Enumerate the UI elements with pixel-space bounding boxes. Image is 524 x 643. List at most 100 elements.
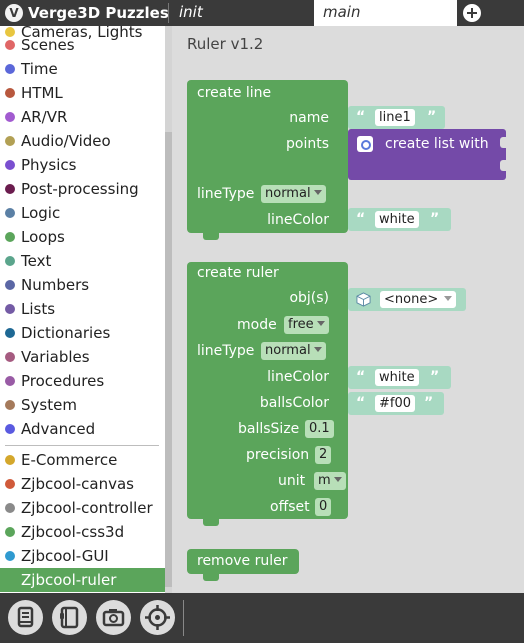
gear-icon[interactable] [357,136,373,152]
create-list-block[interactable]: create list with [348,129,507,180]
ballscolor-string-input[interactable]: “ #f00 ” [348,392,444,415]
linecolor-string-input[interactable]: “ white ” [348,208,451,231]
tab-main[interactable]: main [314,0,457,26]
field-label: precision [246,447,310,463]
mode-dropdown[interactable]: free [284,316,329,334]
top-bar: V Verge3D Puzzles init main [0,0,524,26]
dropdown-value: normal [265,186,311,201]
linetype-dropdown[interactable]: normal [261,342,326,360]
quote-open-icon: “ [356,369,366,385]
category-zjbcool-controller[interactable]: Zjbcool-controller [0,496,165,520]
category-label: Physics [21,156,77,174]
category-zjbcool-gui[interactable]: Zjbcool-GUI [0,544,165,568]
precision-number-input[interactable]: 2 [315,446,332,464]
dropdown-value: free [288,317,314,332]
category-text[interactable]: Text [0,249,165,273]
block-header: create line [197,85,272,101]
category-dot-icon [5,400,15,410]
category-label: Time [21,60,58,78]
block-header: create list with [385,136,489,152]
category-zjbcool-css3d[interactable]: Zjbcool-css3d [0,520,165,544]
dropdown-value: <none> [384,292,439,307]
category-ar-vr[interactable]: AR/VR [0,105,165,129]
scrollbar-thumb[interactable] [165,132,172,587]
app-title: Verge3D Puzzles [28,4,169,22]
manual-icon [17,606,34,628]
category-post-processing[interactable]: Post-processing [0,177,165,201]
category-label: System [21,396,77,414]
category-e-commerce[interactable]: E-Commerce [0,448,165,472]
string-value[interactable]: white [375,369,419,386]
tab-init[interactable]: init [179,3,203,21]
category-label: Advanced [21,420,96,438]
object-selector[interactable]: <none> [348,288,466,311]
category-logic[interactable]: Logic [0,201,165,225]
category-label: AR/VR [21,108,68,126]
category-zjbcool-ruler[interactable]: Zjbcool-ruler [0,568,165,592]
blocks-workspace[interactable]: Ruler v1.2 create line name points lineT… [172,26,524,593]
category-loops[interactable]: Loops [0,225,165,249]
category-dot-icon [5,88,15,98]
category-lists[interactable]: Lists [0,297,165,321]
manual-button[interactable] [8,600,43,635]
offset-number-input[interactable]: 0 [315,498,332,516]
category-label: Variables [21,348,90,366]
category-dot-icon [5,479,15,489]
string-value[interactable]: line1 [375,109,415,126]
add-tab-icon[interactable] [463,4,481,22]
block-notch [203,519,219,526]
toolbox-sidebar: Cameras, Lights Scenes Time HTML AR/VR A… [0,26,172,593]
category-html[interactable]: HTML [0,81,165,105]
category-label: Zjbcool-GUI [21,547,109,565]
string-value[interactable]: #f00 [375,395,416,412]
category-advanced[interactable]: Advanced [0,417,165,441]
object-dropdown[interactable]: <none> [380,291,457,308]
library-button[interactable] [52,600,87,635]
category-dot-icon [5,27,15,37]
string-value[interactable]: white [375,211,419,228]
category-label: Logic [21,204,61,222]
category-dot-icon [5,64,15,74]
category-audio-video[interactable]: Audio/Video [0,129,165,153]
remove-ruler-block[interactable]: remove ruler [187,549,299,581]
quote-close-icon: ” [430,211,440,227]
category-physics[interactable]: Physics [0,153,165,177]
field-label: ballsColor [259,395,329,411]
category-procedures[interactable]: Procedures [0,369,165,393]
target-button[interactable] [140,600,175,635]
chevron-down-icon [313,190,322,195]
field-label: lineColor [267,212,329,228]
field-label: lineColor [267,369,329,385]
screenshot-button[interactable] [96,600,131,635]
category-dot-icon [5,352,15,362]
category-cameras-lights[interactable]: Cameras, Lights [0,26,165,44]
category-label: E-Commerce [21,451,118,469]
screenshot-icon [102,609,125,627]
category-dictionaries[interactable]: Dictionaries [0,321,165,345]
field-label: ballsSize [238,421,300,437]
unit-dropdown[interactable]: m [314,472,346,490]
category-dot-icon [5,328,15,338]
sidebar-scrollbar[interactable] [165,26,172,593]
field-label: lineType [197,186,255,202]
category-time[interactable]: Time [0,57,165,81]
category-zjbcool-canvas[interactable]: Zjbcool-canvas [0,472,165,496]
category-system[interactable]: System [0,393,165,417]
category-variables[interactable]: Variables [0,345,165,369]
linecolor-string-input[interactable]: “ white ” [348,366,451,389]
category-label: Scenes [21,36,75,54]
dropdown-value: m [318,473,331,488]
name-string-input[interactable]: “ line1 ” [348,106,445,129]
ballssize-number-input[interactable]: 0.1 [305,420,334,438]
category-dot-icon [5,280,15,290]
category-scenes[interactable]: Scenes [0,33,165,57]
category-divider [5,445,159,446]
linetype-dropdown[interactable]: normal [261,185,326,203]
category-dot-icon [5,136,15,146]
block-header: remove ruler [197,553,288,569]
divider [168,3,169,23]
create-ruler-block[interactable]: create ruler obj(s) mode free lineType n… [187,262,348,526]
create-line-block[interactable]: create line name points lineType normal … [187,80,348,240]
category-numbers[interactable]: Numbers [0,273,165,297]
